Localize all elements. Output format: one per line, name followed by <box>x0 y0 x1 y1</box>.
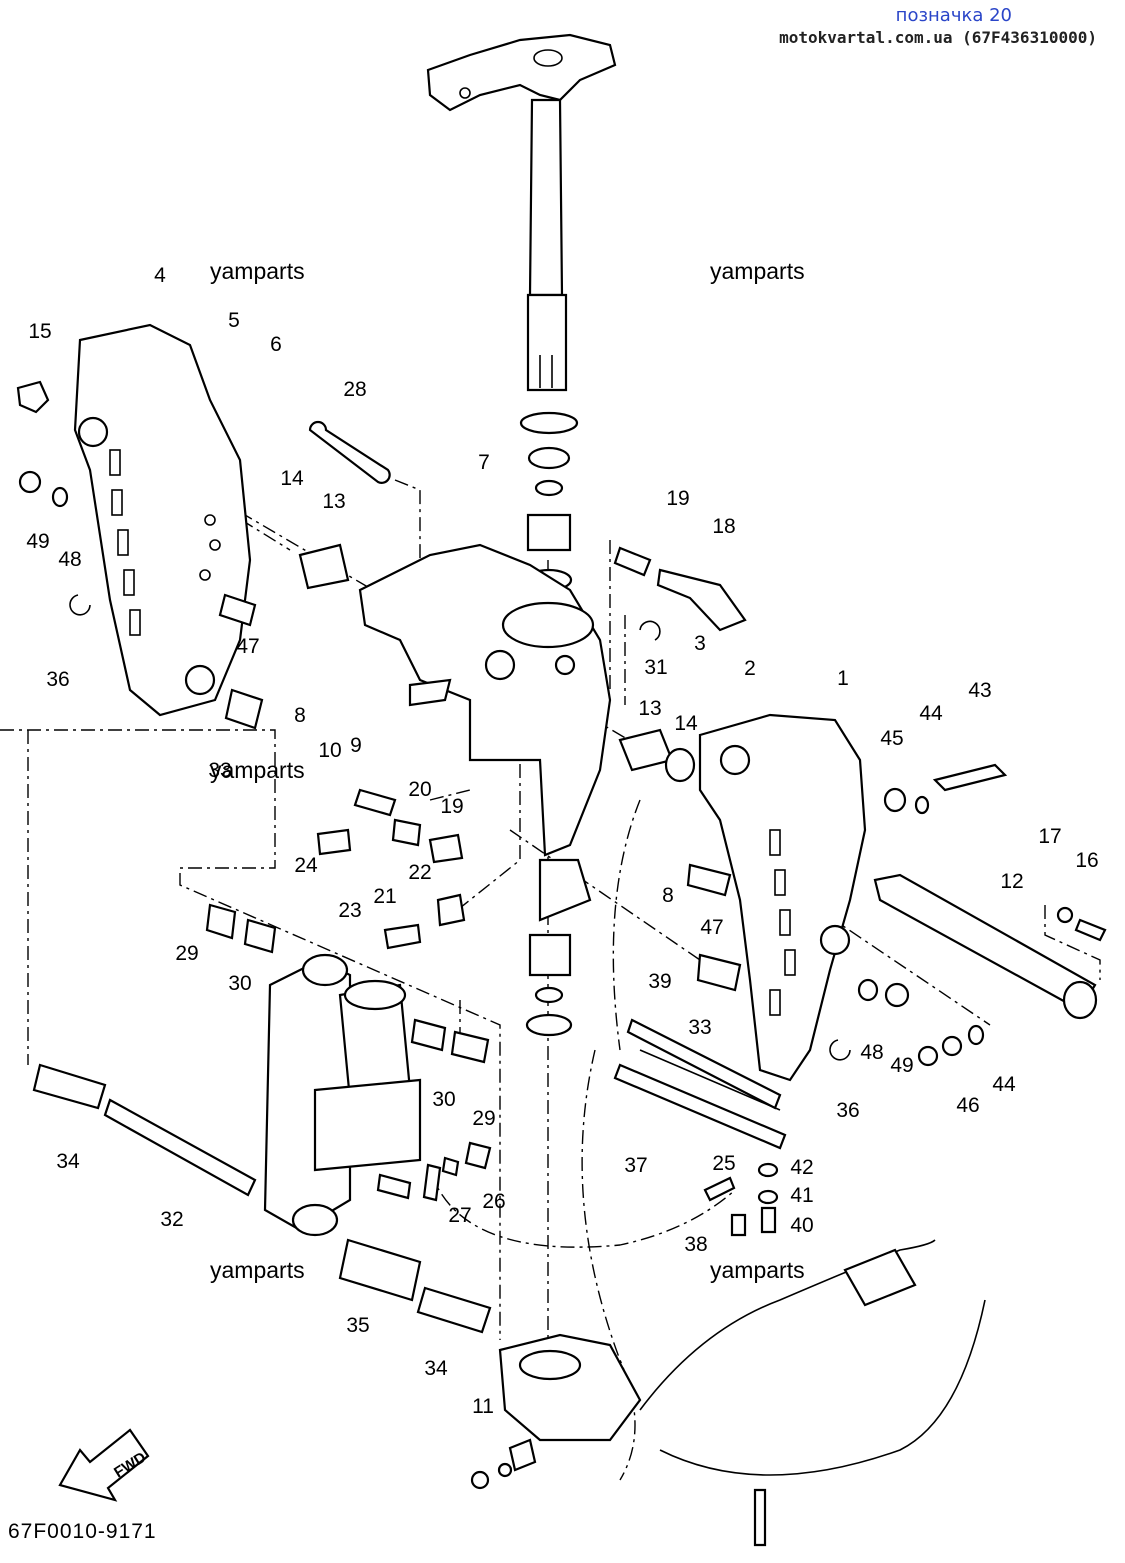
power-trim-tilt-unit <box>32 903 492 1334</box>
callout-number: 8 <box>294 704 306 727</box>
callout-number: 42 <box>790 1156 813 1179</box>
callout-number: 2 <box>744 657 756 680</box>
callout-number: 45 <box>880 727 903 750</box>
callout-number: 13 <box>322 490 345 513</box>
clamp-bracket-right <box>686 713 1008 1082</box>
callout-number: 29 <box>472 1107 495 1130</box>
callout-number: 20 <box>408 778 431 801</box>
callout-number: 33 <box>208 759 231 782</box>
shaft-washers <box>519 411 579 592</box>
callout-number: 4 <box>154 264 166 287</box>
lower-shaft-parts <box>525 933 573 1037</box>
callout-number: 5 <box>228 309 240 332</box>
anode-plates <box>613 1018 787 1237</box>
callout-number: 31 <box>644 656 667 679</box>
callout-number: 43 <box>968 679 991 702</box>
callout-number: 40 <box>790 1214 813 1237</box>
callout-number: 37 <box>624 1154 647 1177</box>
callout-number: 36 <box>46 668 69 691</box>
callout-number: 38 <box>684 1233 707 1256</box>
callout-number: 48 <box>860 1041 883 1064</box>
callout-number: 47 <box>700 916 723 939</box>
swivel-bracket <box>298 420 747 950</box>
callout-number: 35 <box>346 1314 369 1337</box>
callout-number: 22 <box>408 861 431 884</box>
callout-number: 44 <box>919 702 943 725</box>
watermark: yamparts <box>210 757 305 783</box>
source-caption: motokvartal.com.ua (67F436310000) <box>779 28 1097 47</box>
callout-number: 44 <box>992 1073 1016 1096</box>
callout-number: 12 <box>1000 870 1023 893</box>
callout-number: 11 <box>472 1395 494 1418</box>
callout-number: 13 <box>638 697 661 720</box>
callout-number: 17 <box>1038 825 1061 848</box>
callout-number: 34 <box>424 1357 448 1380</box>
callout-number: 3 <box>694 632 706 655</box>
callout-number: 1 <box>837 667 849 690</box>
callout-number: 29 <box>175 942 198 965</box>
callout-number: 21 <box>373 885 396 908</box>
callout-number: 19 <box>440 795 463 818</box>
watermark: yamparts <box>710 258 805 284</box>
callout-number: 32 <box>160 1208 183 1231</box>
callout-number: 28 <box>343 378 366 401</box>
callout-number: 47 <box>236 635 259 658</box>
callout-number: 9 <box>350 734 362 757</box>
callout-number: 25 <box>712 1152 735 1175</box>
callout-number: 46 <box>956 1094 979 1117</box>
callout-number: 10 <box>318 739 341 762</box>
callout-number: 49 <box>890 1054 913 1077</box>
callout-number: 23 <box>338 899 361 922</box>
watermark: yamparts <box>210 258 305 284</box>
callout-number: 33 <box>688 1016 711 1039</box>
callout-number: 49 <box>26 530 49 553</box>
callout-number: 24 <box>294 854 318 877</box>
callout-number: 6 <box>270 333 282 356</box>
callout-number: 36 <box>836 1099 859 1122</box>
callout-number: 16 <box>1075 849 1098 872</box>
lower-mount-housing <box>470 1239 986 1547</box>
watermark: yamparts <box>710 1257 805 1283</box>
watermark: yamparts <box>210 1257 305 1283</box>
callout-number: 30 <box>228 972 251 995</box>
callout-number: 14 <box>280 467 304 490</box>
steering-arm <box>426 33 617 392</box>
clamp-bracket-left <box>16 323 264 730</box>
callout-number: 7 <box>478 451 490 474</box>
callout-number: 8 <box>662 884 674 907</box>
callout-number: 14 <box>674 712 698 735</box>
diagram-title: позначка 20 <box>895 5 1012 26</box>
callout-number: 34 <box>56 1150 80 1173</box>
callout-number: 41 <box>790 1184 813 1207</box>
diagram-code: 67F0010-9171 <box>8 1520 157 1543</box>
callout-number: 48 <box>58 548 81 571</box>
callout-number: 39 <box>648 970 671 993</box>
forward-arrow: FWD <box>58 1428 150 1502</box>
callout-number: 18 <box>712 515 735 538</box>
callout-number: 19 <box>666 487 689 510</box>
tilt-tube <box>873 873 1107 1020</box>
callout-number: 15 <box>28 320 51 343</box>
callout-number: 30 <box>432 1088 455 1111</box>
callout-number: 26 <box>482 1190 505 1213</box>
callout-number: 27 <box>448 1204 471 1227</box>
